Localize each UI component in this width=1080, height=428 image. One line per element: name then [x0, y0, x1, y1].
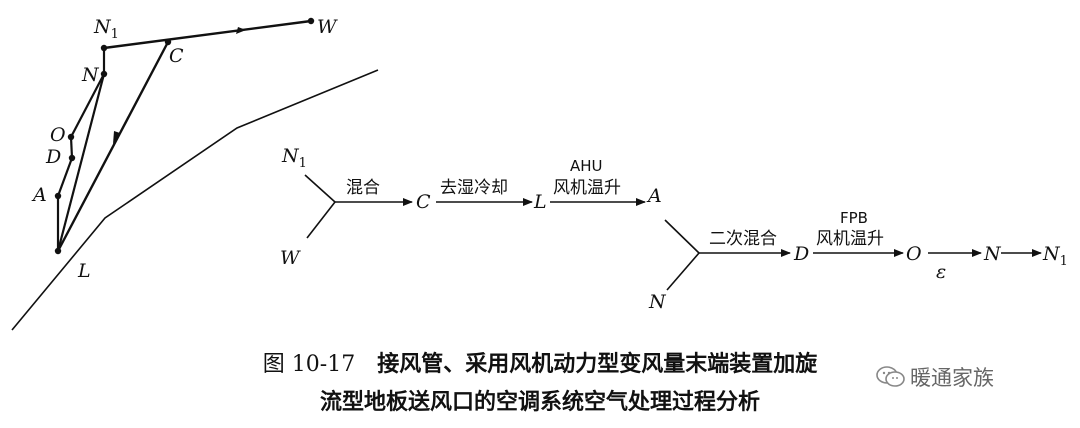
point-d — [68, 154, 76, 162]
label-fpb: FPB — [840, 209, 868, 227]
label-epsilon: ε — [936, 261, 946, 283]
caption-line-2: 流型地板送风口的空调系统空气处理过程分析 — [0, 384, 1080, 416]
label-w: W — [317, 16, 338, 38]
label-d: D — [45, 146, 61, 168]
flow-line-n1-in — [304, 174, 336, 203]
arrow-c-to-l — [113, 131, 120, 144]
flow-line-n-in — [666, 252, 700, 291]
psychrometric-chart: N1 W C N O D A L — [11, 16, 379, 331]
label-mix: 混合 — [346, 178, 380, 198]
point-n — [100, 70, 108, 78]
flow-label-w-in: W — [280, 247, 301, 269]
label-ahu: AHU — [570, 157, 603, 175]
point-c — [164, 38, 172, 46]
flow-label-c: C — [416, 191, 431, 213]
arrow-w-to-n1 — [236, 27, 246, 34]
flow-label-n1-in: N1 — [281, 145, 307, 171]
label-ahu-heat: 风机温升 — [553, 178, 621, 198]
point-n1 — [100, 44, 108, 52]
flow-label-o: O — [906, 243, 922, 265]
process-diagram: N1 W C N O D A L N1 W 混合 C 去湿冷却 L AHU 风机… — [11, 16, 1068, 331]
caption-text-2: 流型地板送风口的空调系统空气处理过程分析 — [319, 390, 760, 415]
caption-line-1: 图 10-17 接风管、采用风机动力型变风量末端装置加旋 — [0, 346, 1080, 378]
flow-line-w-in — [306, 201, 336, 239]
flow-label-n-in: N — [648, 291, 667, 313]
label-n: N — [81, 64, 100, 86]
label-second-mix: 二次混合 — [709, 229, 777, 249]
flow-label-n1-out: N1 — [1042, 243, 1068, 269]
label-c: C — [169, 45, 184, 67]
flow-label-d: D — [793, 243, 809, 265]
figure-number: 图 10-17 — [262, 352, 356, 377]
line-l-to-n — [56, 73, 106, 252]
point-l — [54, 247, 62, 255]
line-o-to-n — [70, 73, 105, 138]
saturation-curve — [11, 69, 379, 331]
label-o: O — [50, 124, 66, 146]
line-c-to-l — [56, 41, 170, 252]
flow-label-a: A — [646, 185, 662, 207]
line-d-to-o — [69, 136, 74, 159]
flow-label-n: N — [983, 243, 1002, 265]
point-a — [54, 192, 62, 200]
watermark-text: 暖通家族 — [910, 366, 994, 390]
point-o — [67, 133, 75, 141]
process-flow: N1 W 混合 C 去湿冷却 L AHU 风机温升 A 二次混合 N D FPB… — [280, 145, 1068, 313]
point-w — [307, 17, 315, 25]
wechat-icon — [876, 366, 905, 387]
label-l: L — [77, 260, 91, 282]
label-n1: N1 — [93, 16, 119, 42]
line-a-to-d — [56, 157, 74, 197]
flow-line-a-in — [664, 219, 700, 254]
caption-text-1: 接风管、采用风机动力型变风量末端装置加旋 — [377, 352, 818, 377]
label-dehumid: 去湿冷却 — [440, 178, 508, 198]
line-w-to-n1 — [103, 19, 312, 50]
label-fpb-heat: 风机温升 — [816, 229, 884, 249]
label-a: A — [31, 184, 47, 206]
flow-label-l: L — [533, 191, 547, 213]
watermark: 暖通家族 — [876, 362, 994, 392]
